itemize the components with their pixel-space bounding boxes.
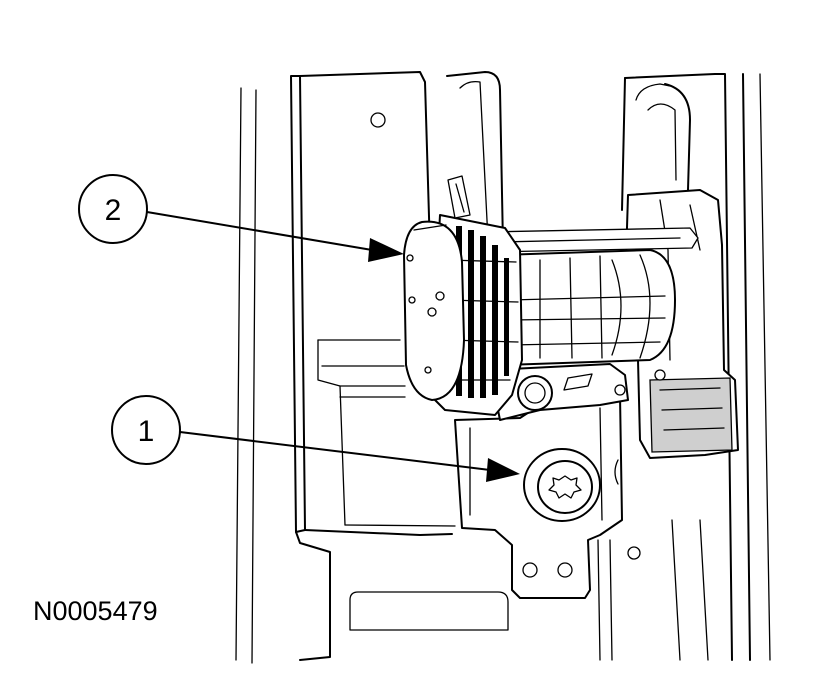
callout-1: 1 [111,395,520,482]
bracket-hole-left-icon [522,562,538,578]
bracket-hole-right-icon [557,562,573,578]
callout-2-arrowhead-icon [368,238,404,262]
torx-head-icon [548,475,582,499]
frame-hole-icon [627,546,641,560]
callout-1-label: 1 [138,415,155,448]
callout-2-label: 2 [105,194,122,227]
mounting-screw [523,448,601,522]
callout-1-circle [111,395,181,465]
actuator [403,175,739,459]
callout-2-circle [78,174,148,244]
background-panel [235,71,771,664]
panel-hole-icon [370,112,386,128]
callout-2: 2 [78,174,404,262]
callout-1-arrowhead-icon [486,458,520,482]
figure-id: N0005479 [33,596,158,626]
